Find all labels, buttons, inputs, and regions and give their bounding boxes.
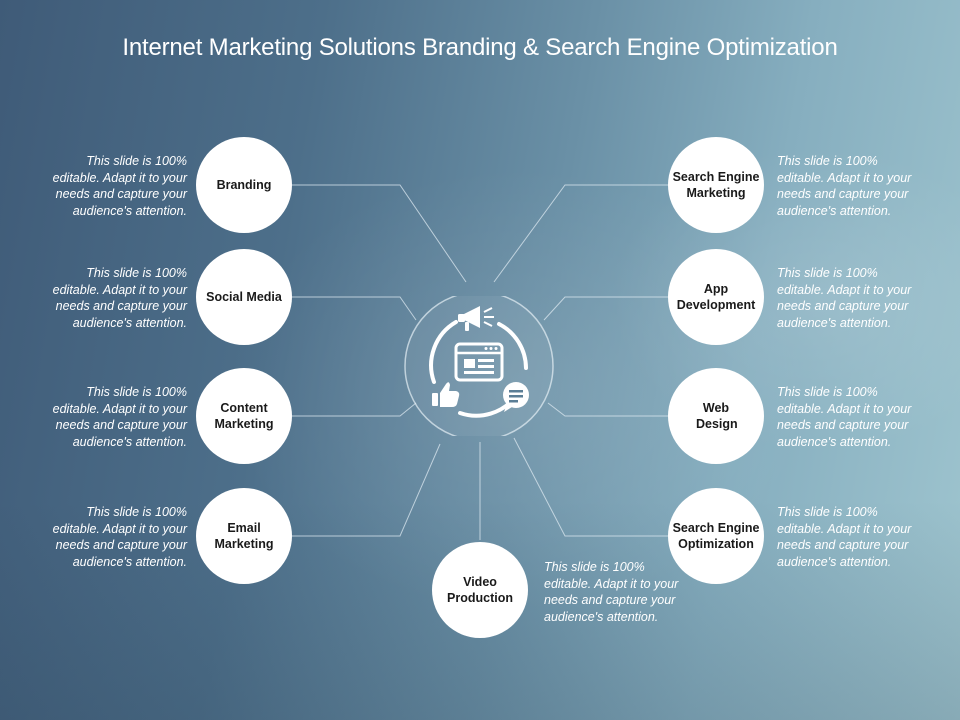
node-label: Email Marketing bbox=[214, 521, 274, 551]
node-app-development: App Development bbox=[668, 249, 764, 345]
connector-social-media bbox=[292, 296, 417, 321]
node-search-engine-marketing: Search Engine Marketing bbox=[668, 137, 764, 233]
node-label: Branding bbox=[216, 178, 272, 192]
node-label: Web Design bbox=[696, 401, 738, 431]
node-search-engine-optimization: Search Engine Optimization bbox=[668, 488, 764, 584]
description-search-engine-optimization: This slide is 100% editable. Adapt it to… bbox=[777, 505, 912, 569]
node-branding: Branding bbox=[196, 137, 292, 233]
hub-icon-cluster bbox=[404, 296, 554, 436]
description-email-marketing: This slide is 100% editable. Adapt it to… bbox=[52, 505, 187, 569]
megaphone-icon bbox=[458, 306, 494, 331]
node-label: Content Marketing bbox=[214, 401, 274, 431]
description-video-production: This slide is 100% editable. Adapt it to… bbox=[544, 560, 679, 624]
chat-bubble-icon bbox=[503, 382, 529, 412]
node-label: App Development bbox=[676, 282, 756, 312]
slide-title: Internet Marketing Solutions Branding & … bbox=[122, 34, 838, 61]
node-web-design: Web Design bbox=[668, 368, 764, 464]
node-email-marketing: Email Marketing bbox=[196, 488, 292, 584]
description-content-marketing: This slide is 100% editable. Adapt it to… bbox=[52, 385, 187, 449]
connector-branding bbox=[292, 184, 467, 283]
connector-search-engine-marketing bbox=[493, 184, 668, 283]
node-social-media: Social Media bbox=[196, 249, 292, 345]
node-label: Video Production bbox=[447, 575, 513, 605]
connector-content-marketing bbox=[292, 402, 417, 417]
node-video-production: Video Production bbox=[432, 542, 528, 638]
connector-email-marketing bbox=[292, 443, 441, 537]
description-branding: This slide is 100% editable. Adapt it to… bbox=[52, 154, 187, 218]
node-label: Search Engine Marketing bbox=[672, 170, 760, 200]
description-search-engine-marketing: This slide is 100% editable. Adapt it to… bbox=[777, 154, 912, 218]
browser-window-icon bbox=[454, 342, 504, 382]
node-label: Social Media bbox=[206, 290, 282, 304]
connector-web-design bbox=[547, 402, 668, 417]
thumbs-up-icon bbox=[432, 382, 460, 407]
connector-seo bbox=[513, 437, 668, 537]
connector-app-development bbox=[543, 296, 668, 321]
node-content-marketing: Content Marketing bbox=[196, 368, 292, 464]
description-web-design: This slide is 100% editable. Adapt it to… bbox=[777, 385, 912, 449]
node-label: Search Engine Optimization bbox=[672, 521, 760, 551]
description-social-media: This slide is 100% editable. Adapt it to… bbox=[52, 266, 187, 330]
description-app-development: This slide is 100% editable. Adapt it to… bbox=[777, 266, 912, 330]
